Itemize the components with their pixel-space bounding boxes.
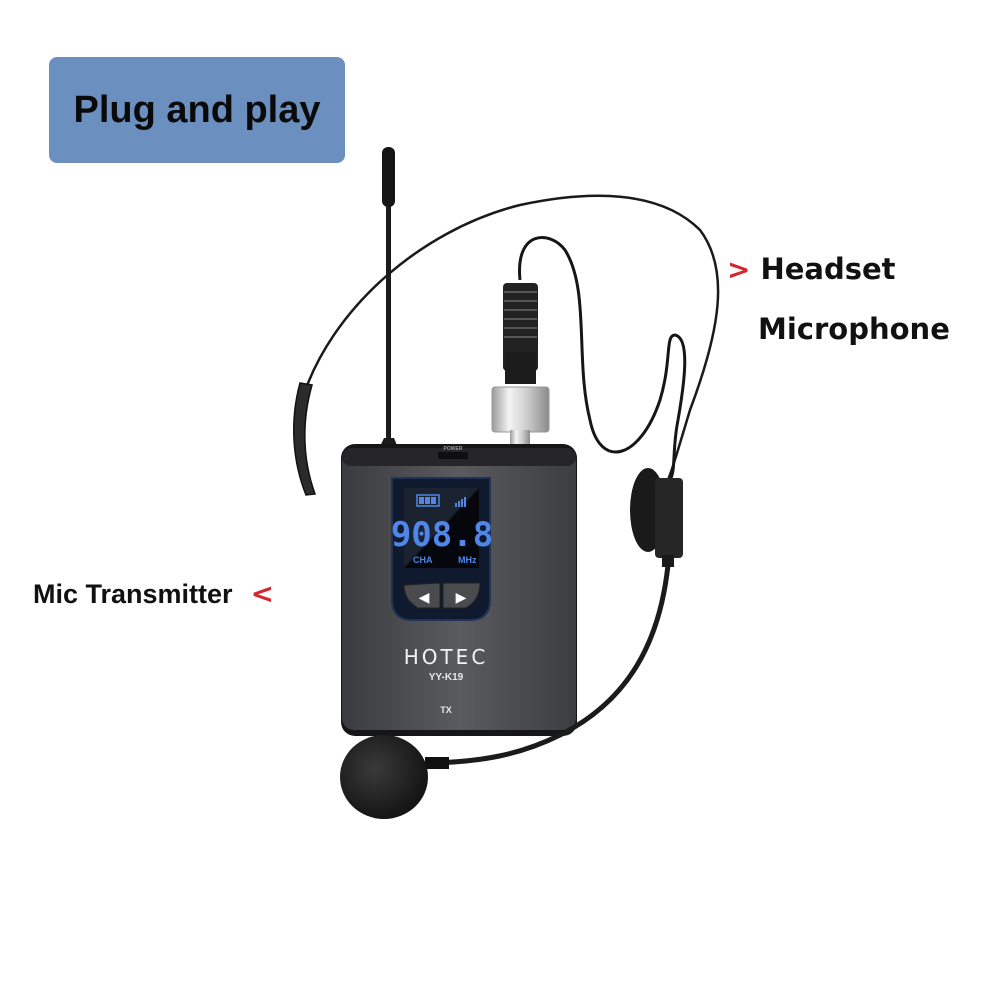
power-label: POWER <box>444 446 463 452</box>
ear-hook <box>293 382 317 496</box>
transmitter-label: Mic Transmitter <box>33 579 233 609</box>
tx-label: TX <box>440 705 452 715</box>
headband-wire <box>300 194 720 481</box>
battery-icon <box>416 494 440 507</box>
model-label: YY-K19 <box>429 672 464 683</box>
left-triangle-icon: ◀ <box>419 589 430 605</box>
xlr-connector <box>491 283 550 460</box>
frequency-readout: 908.8 <box>391 515 493 555</box>
brand-logo: HOTEC <box>404 645 489 669</box>
gooseneck-boom <box>429 564 671 766</box>
headset-clip <box>630 468 683 567</box>
unit-label: MHz <box>458 555 477 565</box>
mic-cable <box>518 236 687 481</box>
right-arrow-icon: > <box>727 253 751 286</box>
headset-callout: > Headset <box>727 252 896 286</box>
display-panel: 908.8 CHA MHz ◀ ▶ <box>391 477 493 621</box>
antenna <box>376 147 401 455</box>
left-button[interactable]: ◀ <box>403 582 441 609</box>
foam-windscreen <box>340 735 449 819</box>
headset-label: Headset <box>760 252 896 286</box>
signal-icon <box>455 497 466 507</box>
plug-and-play-badge: Plug and play <box>49 57 345 163</box>
channel-label: CHA <box>413 555 433 565</box>
right-triangle-icon: ▶ <box>456 589 467 605</box>
left-arrow-icon: < <box>250 577 275 610</box>
right-button[interactable]: ▶ <box>442 582 481 609</box>
microphone-label: Microphone <box>758 312 950 346</box>
transmitter-callout: Mic Transmitter < <box>33 577 274 610</box>
badge-text: Plug and play <box>73 88 321 131</box>
